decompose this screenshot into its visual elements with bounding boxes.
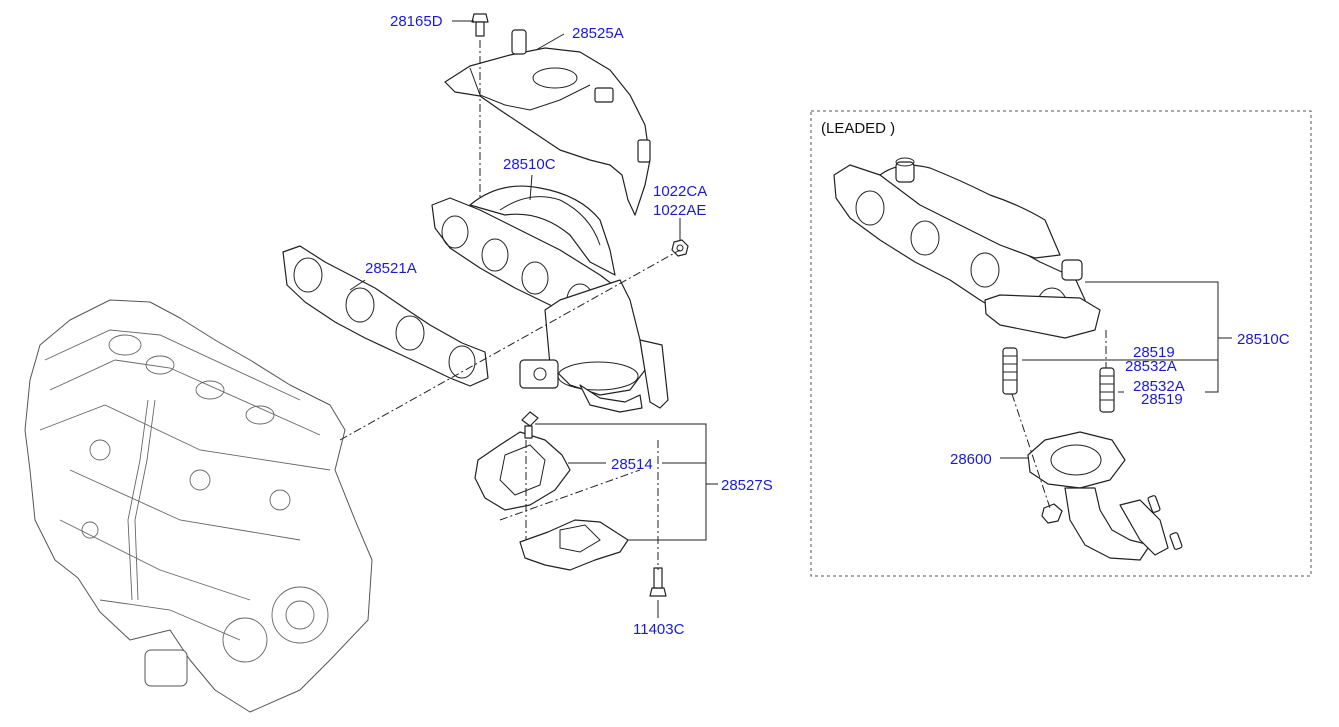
label-28521a[interactable]: 28521A bbox=[365, 260, 417, 277]
leaded-section-title: (LEADED ) bbox=[821, 120, 895, 137]
label-1022ca[interactable]: 1022CA bbox=[653, 183, 707, 200]
leader-lines bbox=[349, 20, 1232, 618]
label-28600[interactable]: 28600 bbox=[950, 451, 992, 468]
stud-28519-right[interactable] bbox=[1099, 367, 1115, 413]
label-28514[interactable]: 28514 bbox=[611, 456, 653, 473]
part-labels: 28165D 28525A 28510C 1022CA 1022AE 28521… bbox=[365, 13, 1290, 638]
nut-leaded[interactable] bbox=[1041, 503, 1063, 524]
exhaust-manifold-28510c[interactable] bbox=[431, 185, 669, 413]
label-28527s[interactable]: 28527S bbox=[721, 477, 773, 494]
exhaust-manifold-gasket-28521a[interactable] bbox=[282, 245, 489, 387]
engine-block-illustration bbox=[24, 299, 373, 713]
label-28510c-leaded[interactable]: 28510C bbox=[1237, 331, 1290, 348]
bolt-28165d[interactable] bbox=[471, 13, 489, 37]
label-28532a-a[interactable]: 28532A bbox=[1125, 358, 1177, 375]
heat-protector-28525a[interactable] bbox=[444, 29, 651, 216]
leaded-section-frame bbox=[810, 110, 1312, 577]
label-28532a-b[interactable]: 28532A bbox=[1133, 378, 1185, 395]
label-28510c-main[interactable]: 28510C bbox=[503, 156, 556, 173]
leaded-exhaust-manifold-28510c[interactable] bbox=[833, 157, 1101, 339]
bracket-lower-28527s[interactable] bbox=[519, 519, 629, 571]
stud-28519-left[interactable] bbox=[1002, 347, 1018, 395]
bolt-11403c[interactable] bbox=[649, 567, 667, 597]
label-28165d[interactable]: 28165D bbox=[390, 13, 443, 30]
bracket-28514[interactable] bbox=[474, 411, 571, 511]
label-1022ae[interactable]: 1022AE bbox=[653, 202, 706, 219]
label-28519-a[interactable]: 28519 bbox=[1133, 344, 1175, 361]
label-28525a[interactable]: 28525A bbox=[572, 25, 624, 42]
nut-1022ca[interactable] bbox=[671, 239, 689, 257]
assembly-center-lines bbox=[339, 40, 1107, 570]
label-11403c[interactable]: 11403C bbox=[633, 621, 685, 638]
label-28519-b[interactable]: 28519 bbox=[1141, 391, 1183, 408]
exhaust-pipe-28600[interactable] bbox=[1027, 431, 1183, 561]
